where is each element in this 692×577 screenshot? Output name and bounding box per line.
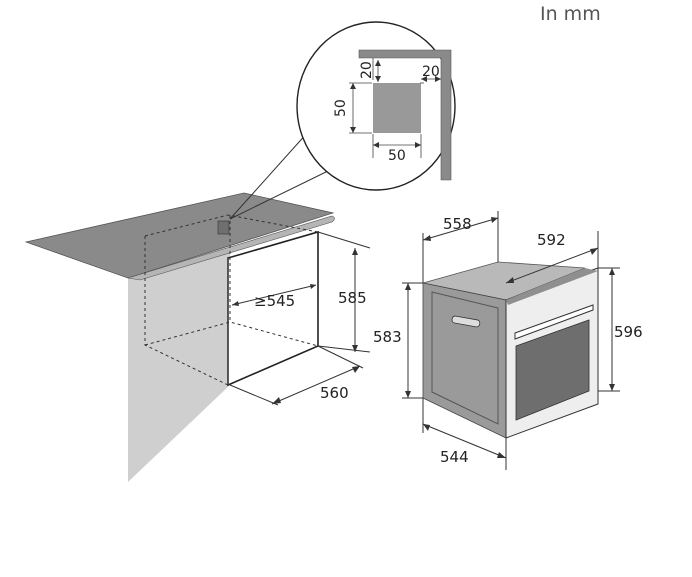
oven-depth-label: 558 xyxy=(443,215,472,233)
cabinet-height-label: 585 xyxy=(338,289,367,307)
detail-leader-left xyxy=(229,131,309,220)
oven-control-strip xyxy=(506,268,598,305)
oven-body-depth-label: 544 xyxy=(440,448,469,466)
detail-right-gap-label: 20 xyxy=(422,64,440,80)
oven-side-recess xyxy=(431,291,499,425)
oven-side xyxy=(422,282,507,439)
vent-detail: 20 20 50 50 xyxy=(229,21,456,220)
oven-drawing: 558 592 596 583 544 xyxy=(373,211,643,470)
oven-height-label: 596 xyxy=(614,323,643,341)
cabinet-depth-label: ≥545 xyxy=(254,292,295,310)
oven-side-handle-slot xyxy=(451,315,481,328)
oven-width-label: 592 xyxy=(537,231,566,249)
detail-wall-corner xyxy=(358,49,452,181)
cabinet-side-panel xyxy=(128,248,230,482)
cabinet-drawing: ≥545 585 560 xyxy=(24,192,371,482)
unit-label: In mm xyxy=(540,3,601,25)
detail-leader-right xyxy=(229,169,331,220)
countertop-vent xyxy=(217,220,230,235)
oven-door-handle xyxy=(514,304,594,340)
countertop xyxy=(24,192,335,279)
detail-width-label: 50 xyxy=(388,148,406,164)
detail-height-label: 50 xyxy=(333,99,349,117)
countertop-front-edge xyxy=(127,215,335,281)
oven-window xyxy=(515,319,590,421)
detail-top-gap-label: 20 xyxy=(359,61,375,79)
detail-vent-square xyxy=(373,83,421,133)
oven-body-height-label: 583 xyxy=(373,328,402,346)
cabinet-width-label: 560 xyxy=(320,384,349,402)
